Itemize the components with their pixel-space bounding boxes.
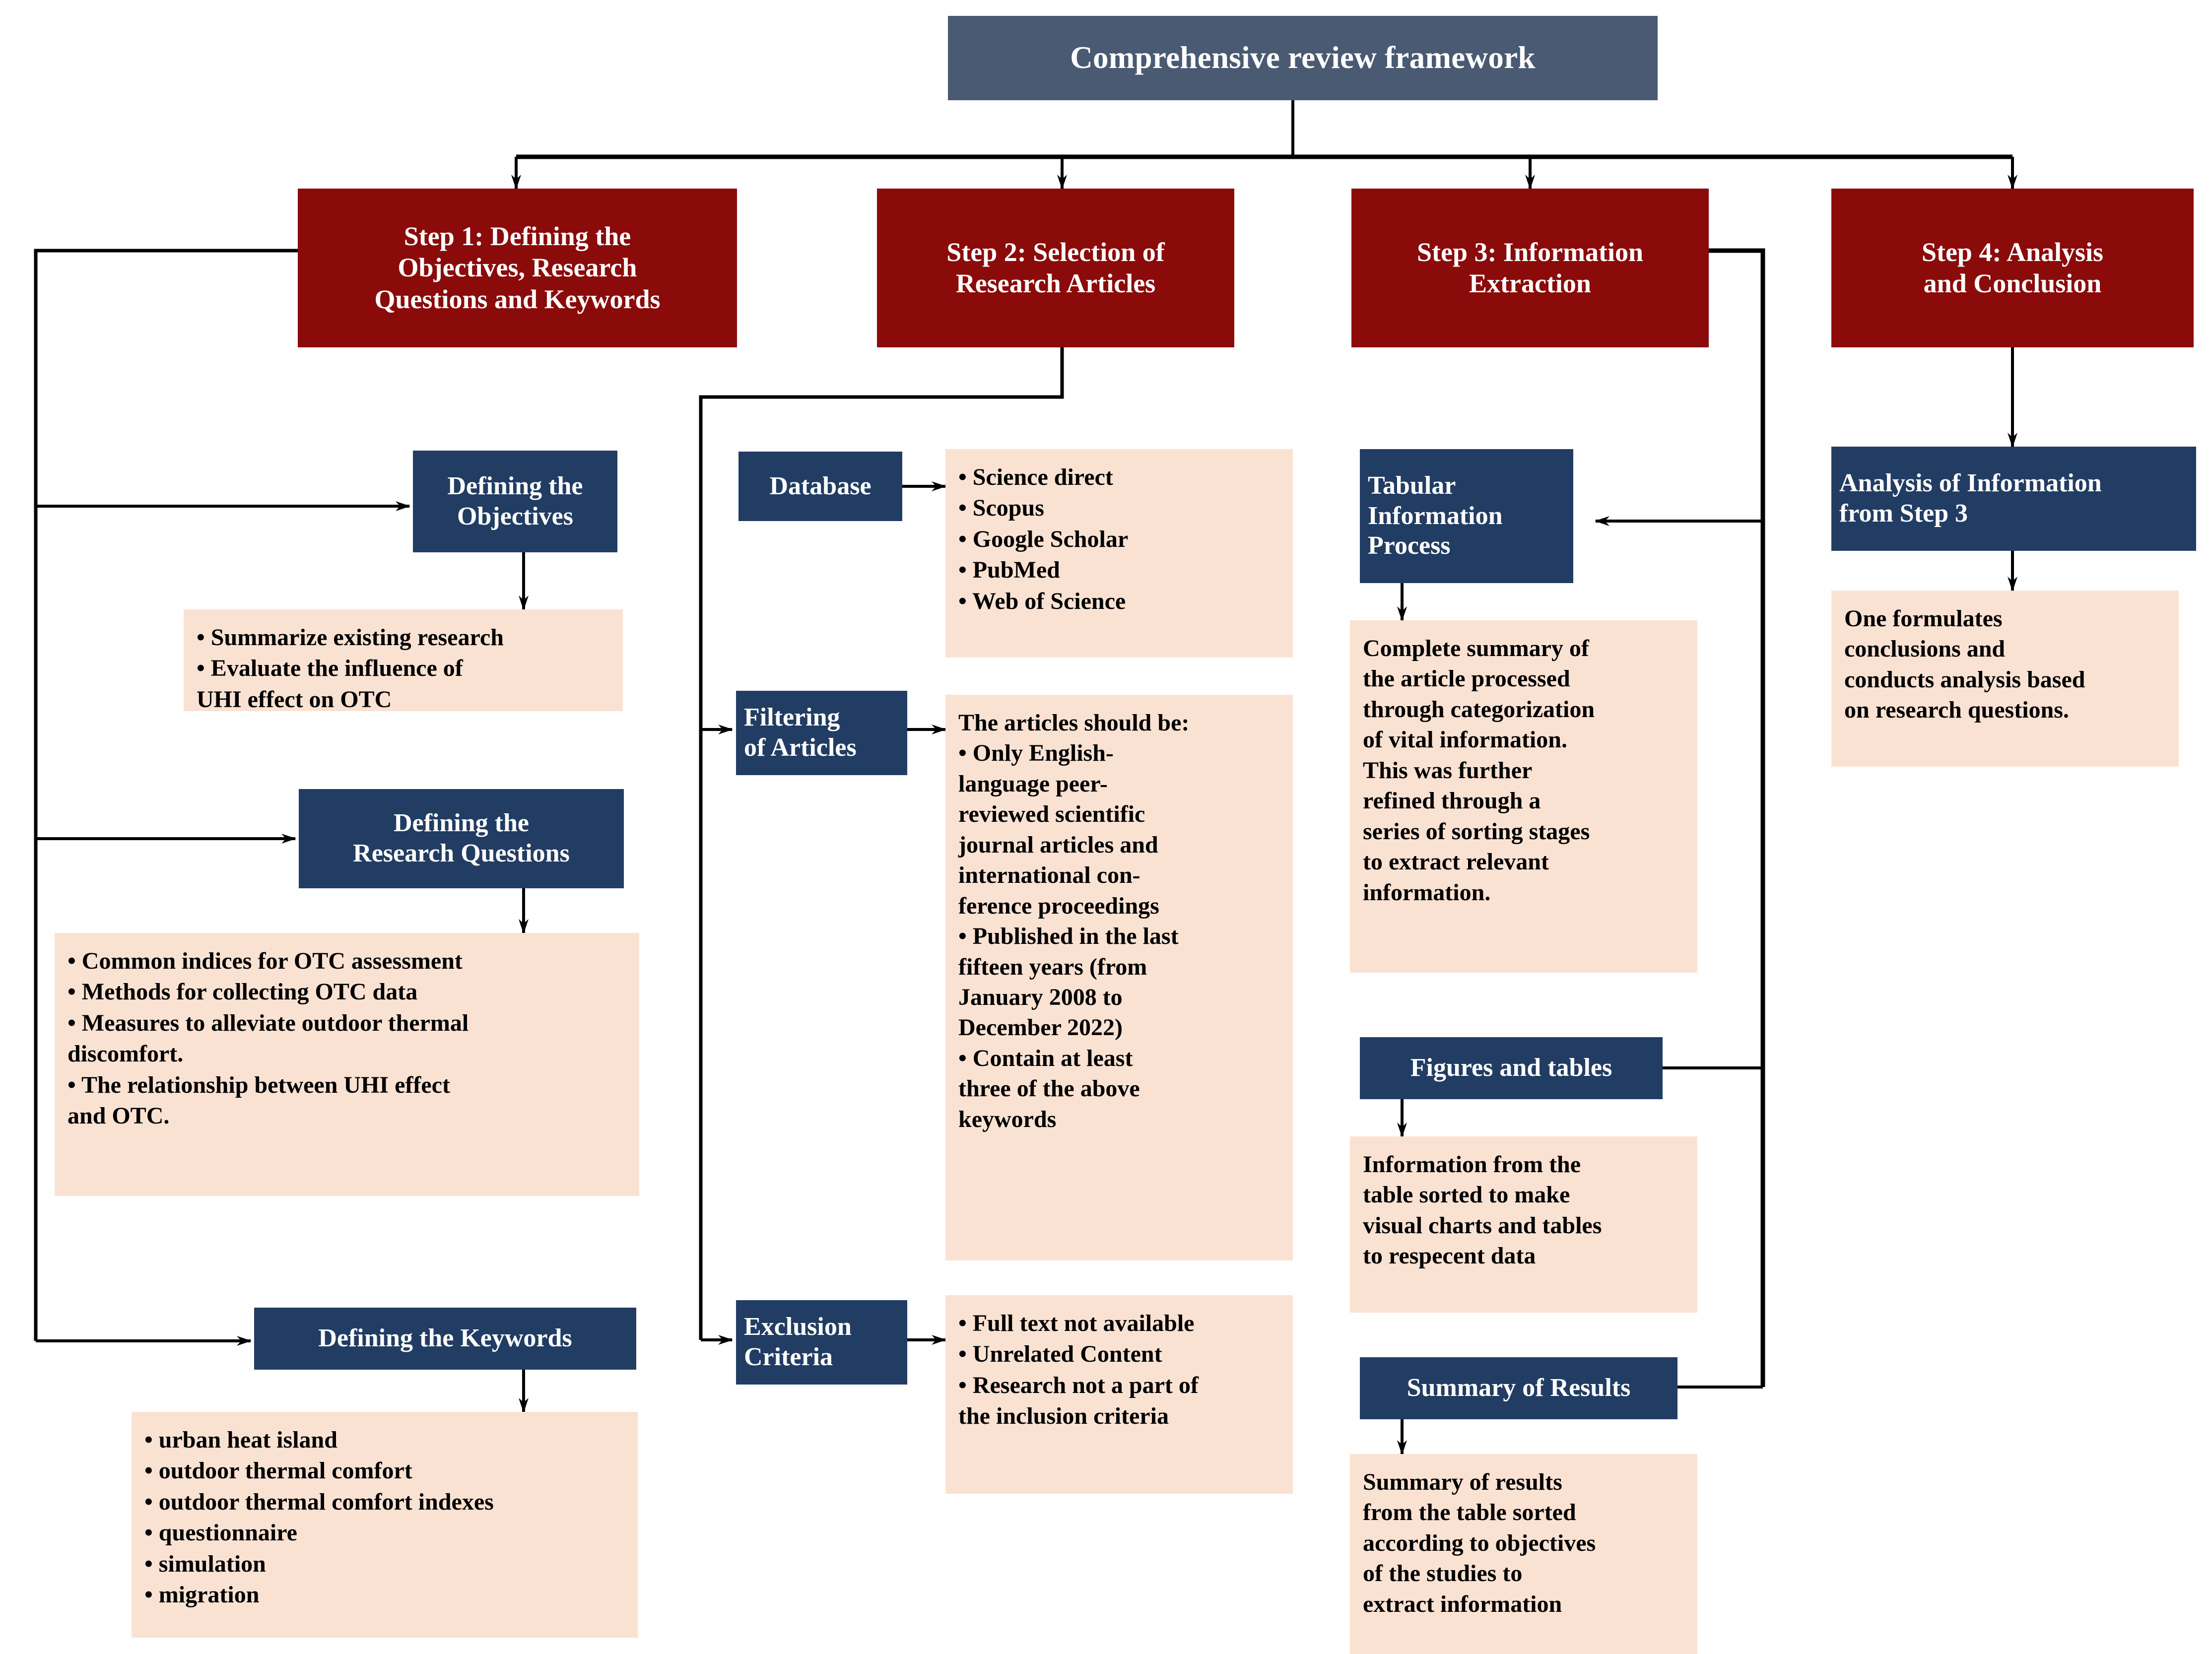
step-box-1[interactable]: Step 1: Defining the Objectives, Researc… xyxy=(298,189,737,347)
database-body: • Science direct • Scopus • Google Schol… xyxy=(945,449,1293,658)
defining-keywords-heading[interactable]: Defining the Keywords xyxy=(254,1308,636,1370)
tabular-information-process-heading[interactable]: Tabular Information Process xyxy=(1360,449,1573,583)
defining-objectives-heading[interactable]: Defining the Objectives xyxy=(413,451,617,552)
summary-of-results-body: Summary of results from the table sorted… xyxy=(1350,1454,1697,1654)
framework-title: Comprehensive review framework xyxy=(948,16,1658,100)
framework-title-label: Comprehensive review framework xyxy=(1070,40,1536,75)
figures-and-tables-heading[interactable]: Figures and tables xyxy=(1360,1037,1663,1099)
defining-keywords-body: • urban heat island • outdoor thermal co… xyxy=(132,1412,638,1638)
defining-objectives-body: • Summarize existing research • Evaluate… xyxy=(184,609,623,713)
step-box-3[interactable]: Step 3: Information Extraction xyxy=(1351,189,1709,347)
defining-research-questions-body: • Common indices for OTC assessment • Me… xyxy=(55,933,639,1196)
defining-research-questions-heading[interactable]: Defining the Research Questions xyxy=(299,789,624,888)
step-box-2[interactable]: Step 2: Selection of Research Articles xyxy=(877,189,1234,347)
exclusion-criteria-body: • Full text not available • Unrelated Co… xyxy=(945,1295,1293,1494)
step-box-4[interactable]: Step 4: Analysis and Conclusion xyxy=(1831,189,2194,347)
filtering-articles-heading[interactable]: Filtering of Articles xyxy=(736,691,907,775)
analysis-of-information-body: One formulates conclusions and conducts … xyxy=(1831,591,2179,767)
database-heading[interactable]: Database xyxy=(738,452,902,521)
analysis-of-information-heading[interactable]: Analysis of Information from Step 3 xyxy=(1831,447,2196,551)
exclusion-criteria-heading[interactable]: Exclusion Criteria xyxy=(736,1300,907,1385)
summary-of-results-heading[interactable]: Summary of Results xyxy=(1360,1357,1677,1419)
filtering-articles-body: The articles should be: • Only English- … xyxy=(945,695,1293,1260)
tabular-information-process-body: Complete summary of the article processe… xyxy=(1350,620,1697,973)
figures-and-tables-body: Information from the table sorted to mak… xyxy=(1350,1136,1697,1313)
